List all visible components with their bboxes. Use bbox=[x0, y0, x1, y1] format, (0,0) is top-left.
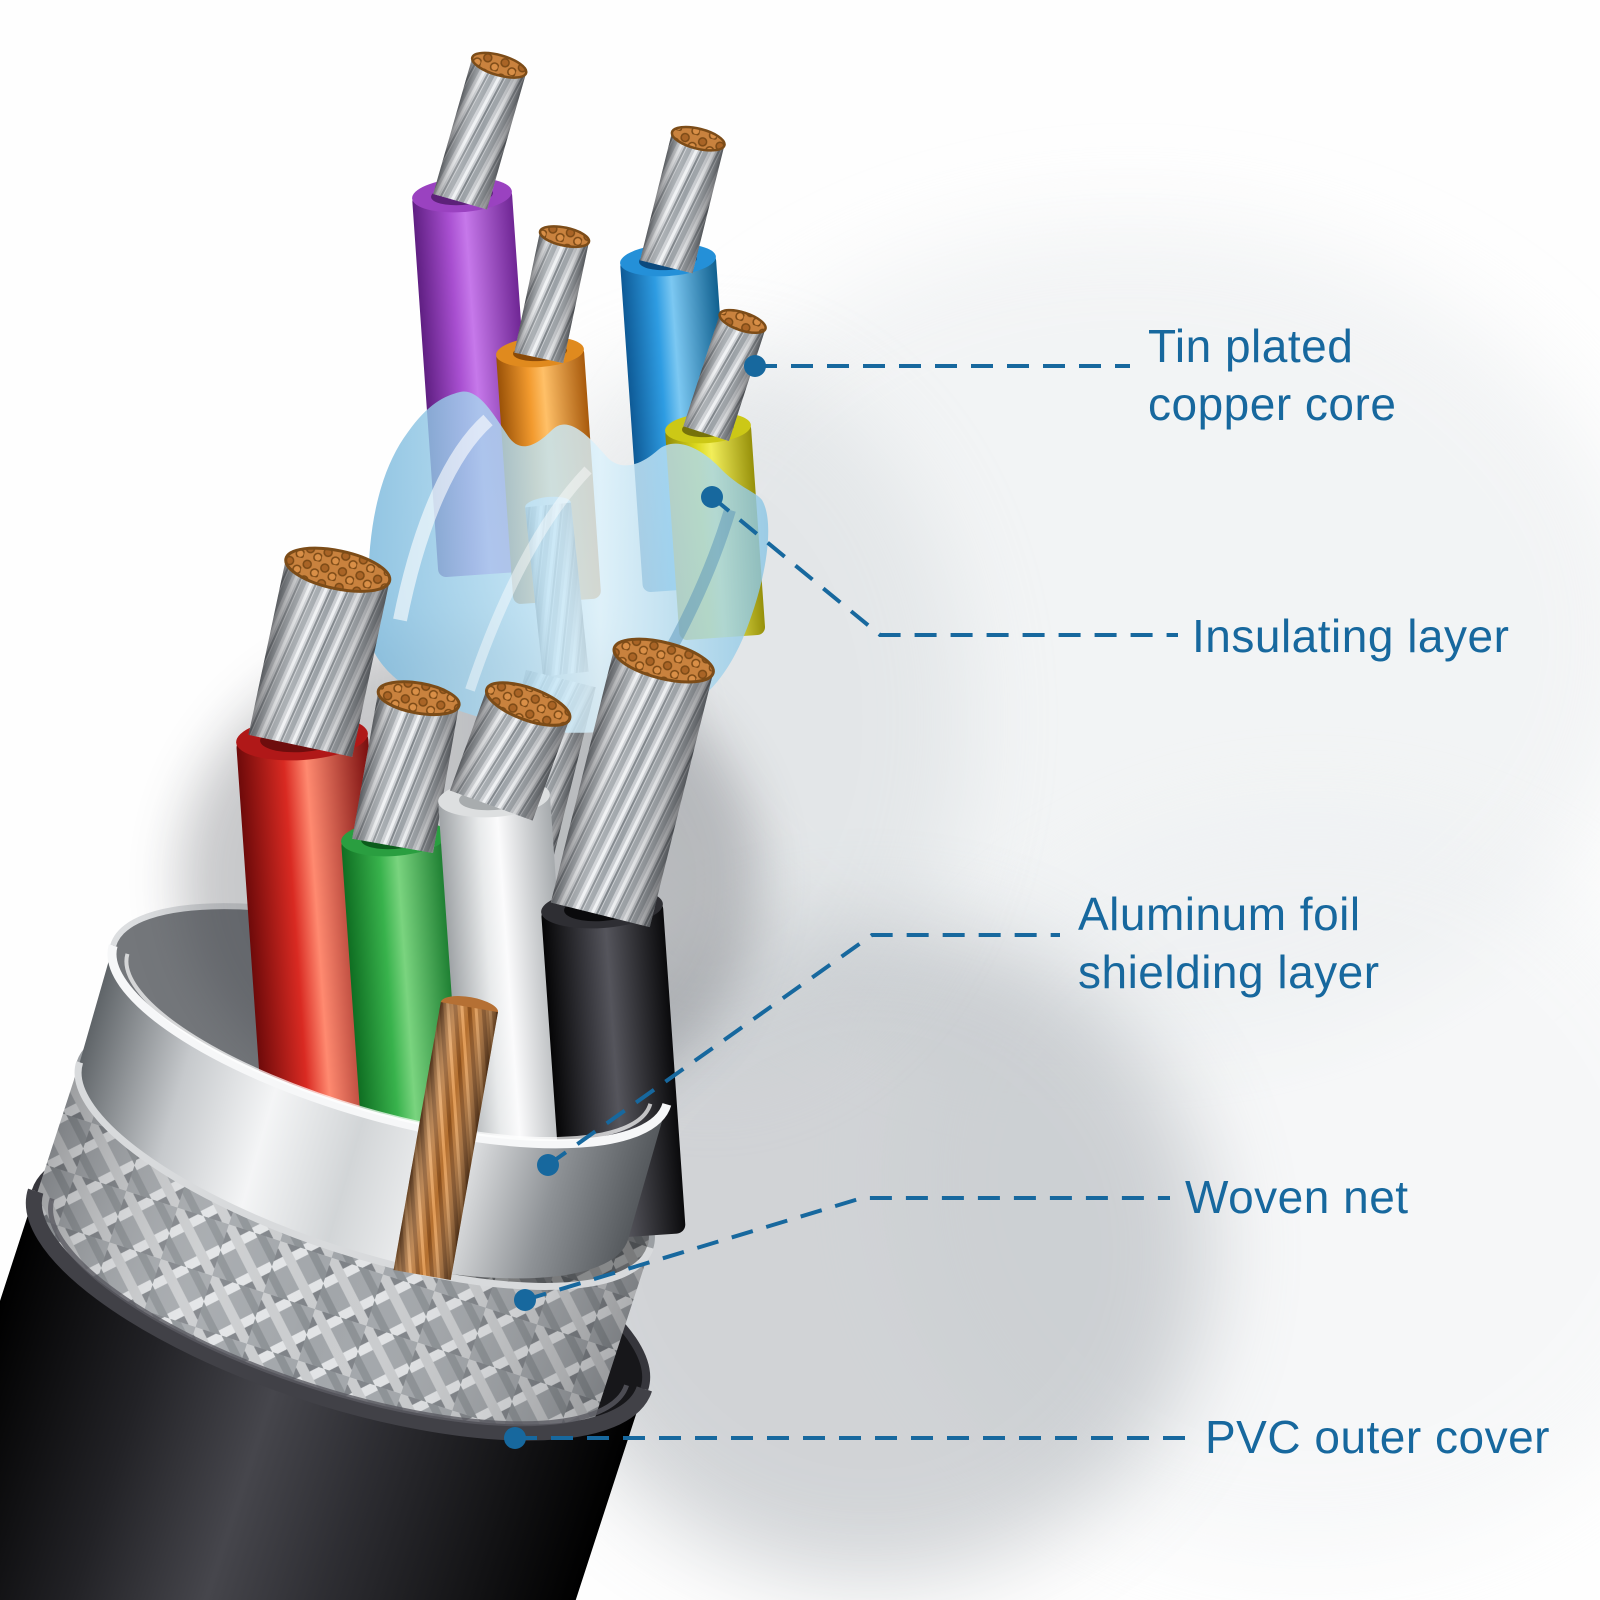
orange-wire-strand bbox=[514, 225, 591, 364]
leader-aluminum-foil bbox=[546, 933, 1060, 1167]
label-line: Woven net bbox=[1185, 1171, 1409, 1223]
callout-dot-pvc-outer-cover bbox=[504, 1427, 526, 1449]
callout-dot-aluminum-foil bbox=[537, 1154, 559, 1176]
label-line: Tin plated bbox=[1148, 320, 1354, 372]
leader-insulating-layer bbox=[710, 495, 1178, 637]
purple-wire-strand bbox=[433, 51, 528, 210]
label-line: Insulating layer bbox=[1192, 610, 1510, 662]
copper-core-tip bbox=[718, 308, 767, 335]
leader-woven-net bbox=[524, 1196, 1170, 1302]
red-wire-strand bbox=[248, 546, 392, 757]
callout-dot-woven-net bbox=[514, 1289, 536, 1311]
yellow-wire-strand bbox=[683, 308, 767, 442]
label-insulating-layer: Insulating layer bbox=[1192, 608, 1509, 666]
green-wire-strand bbox=[352, 680, 461, 853]
callout-dots bbox=[504, 355, 766, 1449]
copper-core-tip bbox=[484, 681, 572, 727]
leader-lines bbox=[515, 364, 1187, 1440]
label-pvc-outer-cover: PVC outer cover bbox=[1205, 1409, 1550, 1467]
copper-core-tip bbox=[376, 680, 461, 717]
black-wire-strand bbox=[550, 637, 715, 928]
label-line: Aluminum foil bbox=[1078, 888, 1361, 940]
blue-wire-strand bbox=[640, 125, 726, 274]
copper-core-tip bbox=[470, 51, 528, 79]
copper-core-tip bbox=[670, 125, 726, 152]
label-line: copper core bbox=[1148, 377, 1397, 430]
callout-dot-insulating-layer bbox=[701, 486, 723, 508]
label-line: PVC outer cover bbox=[1205, 1411, 1550, 1463]
copper-core-tip bbox=[612, 637, 715, 684]
pvc-outer-layer bbox=[0, 1188, 652, 1600]
bare-copper-wire bbox=[393, 996, 499, 1281]
copper-core-tip bbox=[538, 225, 591, 249]
label-woven-net: Woven net bbox=[1185, 1169, 1409, 1227]
callout-dot-tin-plated-copper-core bbox=[744, 355, 766, 377]
label-tin-plated-copper-core: Tin plated copper core bbox=[1148, 318, 1396, 434]
label-line: shielding layer bbox=[1078, 945, 1380, 998]
white-wire-strand bbox=[449, 681, 572, 821]
copper-core-tip bbox=[284, 546, 392, 593]
label-aluminum-foil-shielding-layer: Aluminum foil shielding layer bbox=[1078, 886, 1380, 1002]
aluminum-foil-layer bbox=[73, 944, 672, 1279]
